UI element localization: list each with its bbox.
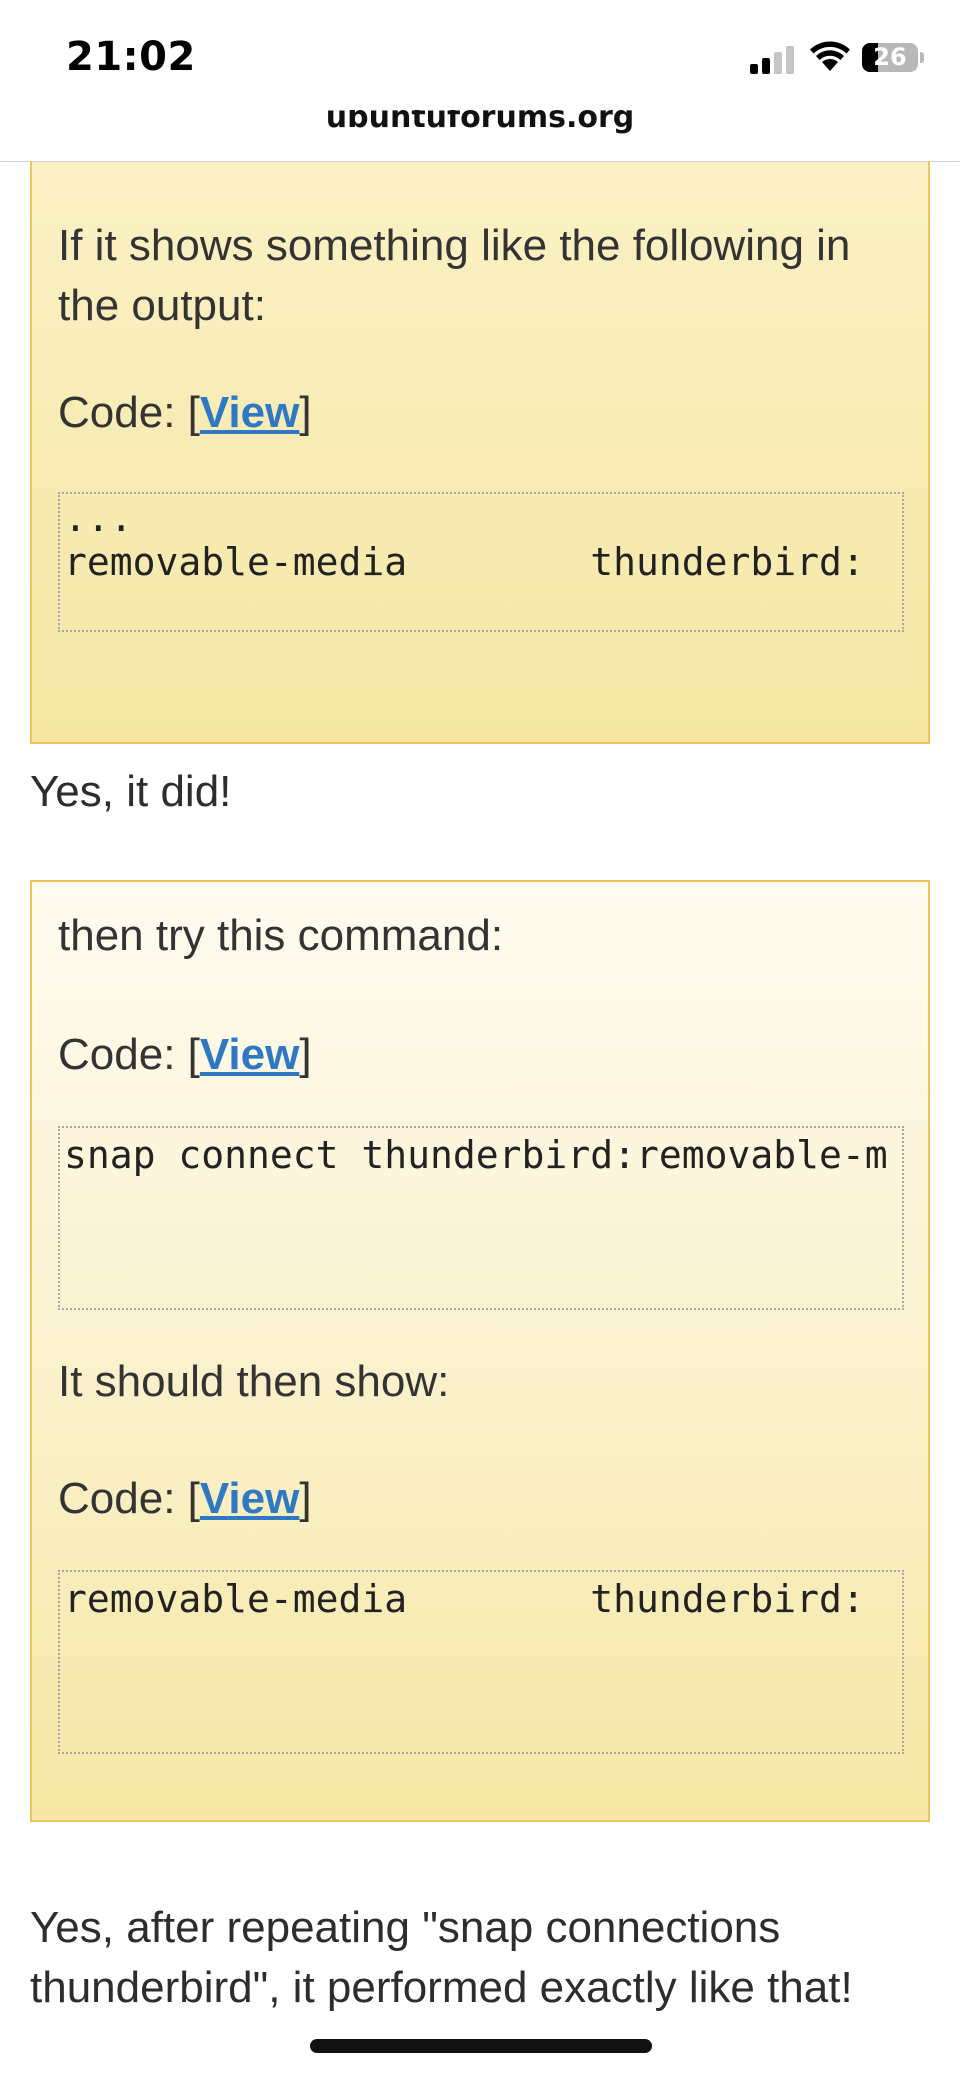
code-label: Code: [View]	[58, 388, 312, 437]
code-box-command[interactable]: snap connect thunderbird:removable-m	[58, 1126, 904, 1310]
code-line: ...	[64, 496, 133, 540]
reply-text: Yes, it did!	[30, 767, 232, 816]
cellular-signal-icon	[750, 44, 798, 74]
code-line: removable-media thunderbird:	[64, 540, 865, 584]
reply-line: thunderbird", it performed exactly like …	[30, 1963, 853, 2012]
code-label: Code: [View]	[58, 1474, 312, 1523]
battery-icon: 26	[862, 43, 918, 72]
code-box-expected[interactable]: removable-media thunderbird:	[58, 1570, 904, 1754]
battery-tip	[920, 52, 924, 63]
home-indicator[interactable]	[310, 2039, 652, 2053]
code-view-link[interactable]: View	[199, 388, 300, 437]
clock: 21:02	[66, 34, 196, 80]
quote-box-command: then try this command: Code: [View] snap…	[30, 880, 930, 1822]
reply-line: Yes, after repeating "snap connections	[30, 1903, 781, 1952]
status-bar: 21:02 26	[0, 0, 960, 110]
code-label: Code: [View]	[58, 1030, 312, 1079]
quote-text: If it shows something like the following…	[58, 221, 851, 330]
quote-box-output: If it shows something like the following…	[30, 110, 930, 744]
code-view-link[interactable]: View	[199, 1030, 300, 1079]
battery-level: 26	[873, 43, 907, 71]
quote-text: then try this command:	[58, 911, 504, 960]
code-view-link[interactable]: View	[199, 1474, 300, 1523]
code-box-output[interactable]: ...removable-media thunderbird:	[58, 492, 904, 632]
reply-text: Yes, after repeating "snap connections t…	[30, 1898, 950, 2018]
wifi-icon	[810, 41, 850, 71]
quote-text: It should then show:	[58, 1357, 450, 1406]
